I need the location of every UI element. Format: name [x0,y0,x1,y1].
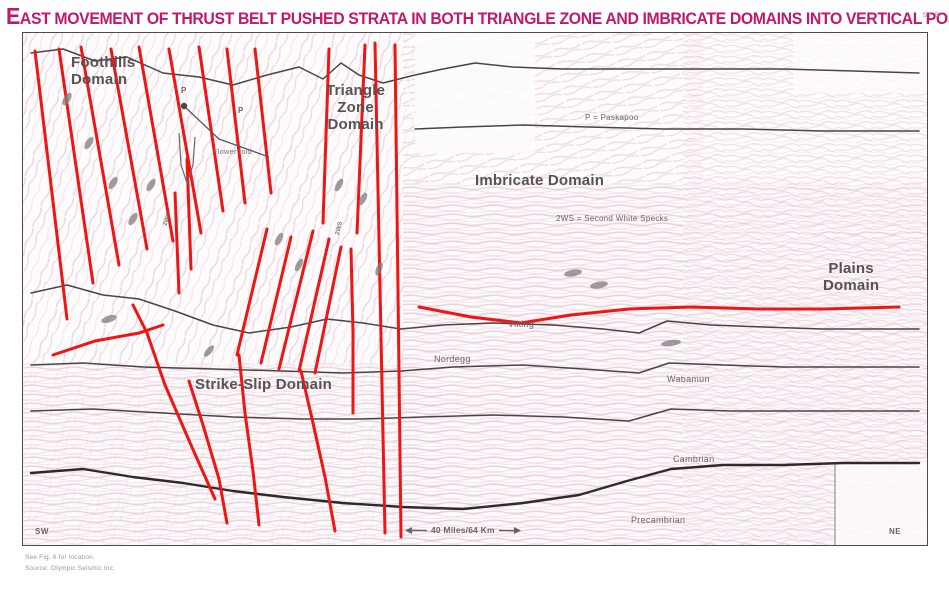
scale-arrow-right [498,526,521,534]
scale-arrow-left [405,526,427,534]
title-bar: East movement of thrust belt pushed stra… [0,0,949,30]
figure-title: East movement of thrust belt pushed stra… [6,3,949,29]
seismic-cross-section-panel: Foothills Domain Triangle Zone Domain Im… [22,32,928,546]
scale-bar: 40 Miles/64 Km [405,525,521,535]
footnote-location: See Fig. 6 for location. [25,554,95,561]
footnotes: See Fig. 6 for location. Source: Olympic… [25,553,115,574]
scale-text: 40 Miles/64 Km [431,525,495,535]
footnote-source: Source: Olympic Seismic Inc. [25,564,116,572]
sheet-code: ST 9 [922,12,939,19]
seismic-section-graphic [23,33,927,545]
